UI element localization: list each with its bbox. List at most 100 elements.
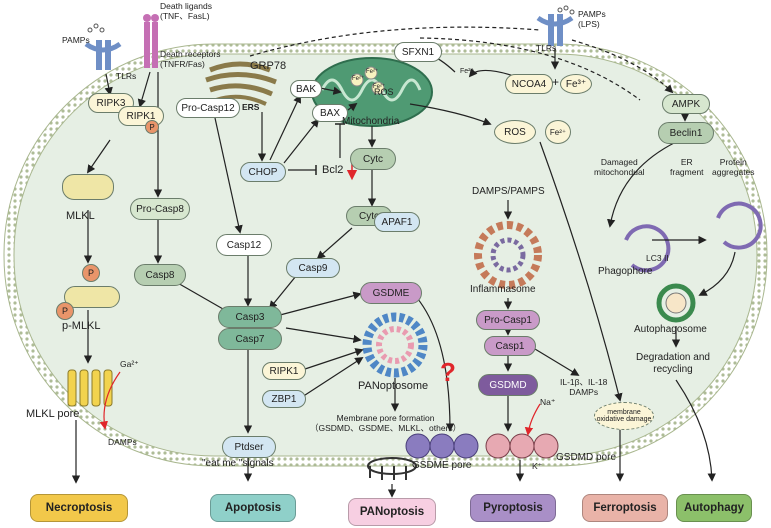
autophagosome-inner [665, 292, 687, 314]
label-fe-2: Fe²⁺ [366, 69, 379, 75]
outcome-ferroptosis: Ferroptosis [582, 494, 668, 522]
arrow-tlr-ripk3 [104, 73, 113, 96]
panoptosome-complex [362, 312, 428, 378]
label-pamps-left: PAMPs [62, 35, 90, 45]
label-plus: + [552, 75, 560, 89]
label-gsdme-pore: GSDME pore [412, 460, 472, 471]
arrow-ros-membrane [539, 141, 623, 402]
arrow-apaf-casp9 [316, 227, 353, 260]
label-gsdmd-pore: GSDMD pore [556, 452, 617, 463]
outcome-apoptosis: Apoptosis [210, 494, 296, 522]
arrow-casp3-panoptosome [285, 327, 362, 344]
arrow-casp1-il [529, 345, 580, 376]
arrow-bak-mito [319, 86, 342, 95]
label-grp78: GRP78 [250, 60, 287, 72]
label-fe-3: Fe²⁺ [373, 84, 386, 90]
label-death-ligands: Death ligands (TNF、FasL) [160, 1, 212, 21]
node-p-mlkl-dot2: P [56, 302, 74, 320]
pamps-dots-left [87, 23, 105, 33]
label-pamps-lps: PAMPs (LPS) [578, 9, 606, 29]
arrow-chop-bak [269, 94, 302, 161]
arrow-ers-dashed [249, 26, 541, 57]
node-casp12: Casp12 [216, 234, 272, 256]
node-p-mlkl-shape [64, 286, 120, 308]
membrane-pore-icon [367, 457, 417, 480]
outcome-panoptosis: PANoptosis [348, 498, 436, 526]
cell-cytoplasm [13, 53, 758, 457]
arrow-casp9-casp3 [268, 275, 297, 310]
arrow-chop-bax [283, 118, 320, 164]
node-casp3: Casp3 [218, 306, 282, 328]
label-panoptosome: PANoptosome [358, 380, 429, 392]
fe-dot-2 [364, 66, 378, 80]
node-membrane-damage: membrane oxidative damage [594, 402, 654, 430]
arrow-beclin1-phagophore [607, 141, 677, 228]
label-eat-me: "eat me "signals [202, 458, 274, 469]
label-bcl2: Bcl2 [322, 164, 344, 176]
label-membrane-pore: Membrane pore formation （GSDMD、GSDME、MLK… [310, 413, 462, 433]
node-mlkl [62, 174, 114, 200]
label-na: Na⁺ [540, 397, 556, 407]
label-tlrs-right: TLRs [536, 43, 557, 53]
arrow-ripk1-panopt [301, 348, 364, 371]
label-k: K⁺ [532, 461, 543, 471]
arrow-bax-mito [347, 102, 358, 112]
label-er-fragment: ER fragment [670, 157, 704, 177]
node-casp7: Casp7 [218, 328, 282, 350]
node-pro-casp12: Pro-Casp12 [176, 98, 240, 118]
node-p-mlkl-dot: P [82, 264, 100, 282]
label-autophagosome: Autophagosome [634, 324, 707, 335]
label-inflammasome: Inflammasome [470, 284, 536, 295]
node-bak: BAK [290, 80, 322, 98]
label-mlkl-pore: MLKL pore [26, 408, 80, 420]
node-casp1: Casp1 [484, 336, 536, 356]
label-phagophore: Phagophore [598, 266, 653, 277]
label-lc3: LC3 II [646, 253, 669, 263]
label-damps-left: DAMPs [108, 437, 137, 447]
arrow-ripk-mlkl [86, 139, 111, 174]
label-ers: ERS [242, 102, 260, 112]
label-death-receptors: Death receptors (TNFR/Fas) [160, 49, 221, 69]
tlr-receptor-right [536, 14, 574, 46]
node-pro-casp8: Pro-Casp8 [130, 198, 190, 220]
label-ga: Ga²⁺ [120, 359, 139, 369]
arrow-ga-red [99, 371, 121, 430]
mlkl-pore-channel [67, 369, 113, 407]
node-fe3: Fe³⁺ [560, 74, 592, 94]
node-zbp1: ZBP1 [262, 390, 306, 408]
label-tlrs-left: TLRs [116, 71, 137, 81]
fe-dot-1 [350, 73, 364, 87]
node-gsdmd: GSDMD [478, 374, 538, 396]
label-damaged-mito: Damaged mitochondual [594, 157, 645, 177]
node-chop: CHOP [240, 162, 286, 182]
node-ros: ROS [494, 120, 536, 144]
label-damps-pamps: DAMPS/PAMPS [472, 186, 545, 197]
label-ros-mito: ROS [374, 87, 394, 97]
node-sfxn1: SFXN1 [394, 42, 442, 62]
node-ampk: AMPK [662, 94, 710, 114]
node-p-ripk1: P [145, 120, 159, 134]
label-degradation: Degradation and recycling [636, 352, 710, 375]
label-p-mlkl: p-MLKL [62, 320, 101, 332]
arrow-procasp12-casp12 [214, 117, 243, 234]
arrow-tlr-ampk [571, 39, 674, 94]
node-casp9: Casp9 [286, 258, 340, 278]
label-fe-float: Fe²⁺ [460, 68, 475, 75]
label-mitochondria: Mitochondria [342, 116, 400, 127]
outcome-necroptosis: Necroptosis [30, 494, 128, 522]
phagophore-shape [624, 224, 671, 273]
arrow-dr-ripk1 [137, 71, 151, 108]
arrow-na-red [524, 403, 541, 436]
label-fe-1: Fe²⁺ [352, 76, 365, 82]
label-il: IL-1β、IL-18 DAMPs [560, 377, 608, 397]
arrow-casp3-gsdme [279, 291, 362, 316]
arrow-cargo-autophagosome [698, 251, 736, 296]
node-casp8: Casp8 [134, 264, 186, 286]
label-question: ? [440, 357, 456, 387]
node-ptdser: Ptdser [222, 436, 276, 458]
arrow-sfxn-dashed [419, 37, 641, 101]
outcome-autophagy: Autophagy [676, 494, 752, 522]
autophagosome-shape [656, 283, 696, 323]
node-pro-casp1: Pro-Casp1 [476, 310, 540, 330]
